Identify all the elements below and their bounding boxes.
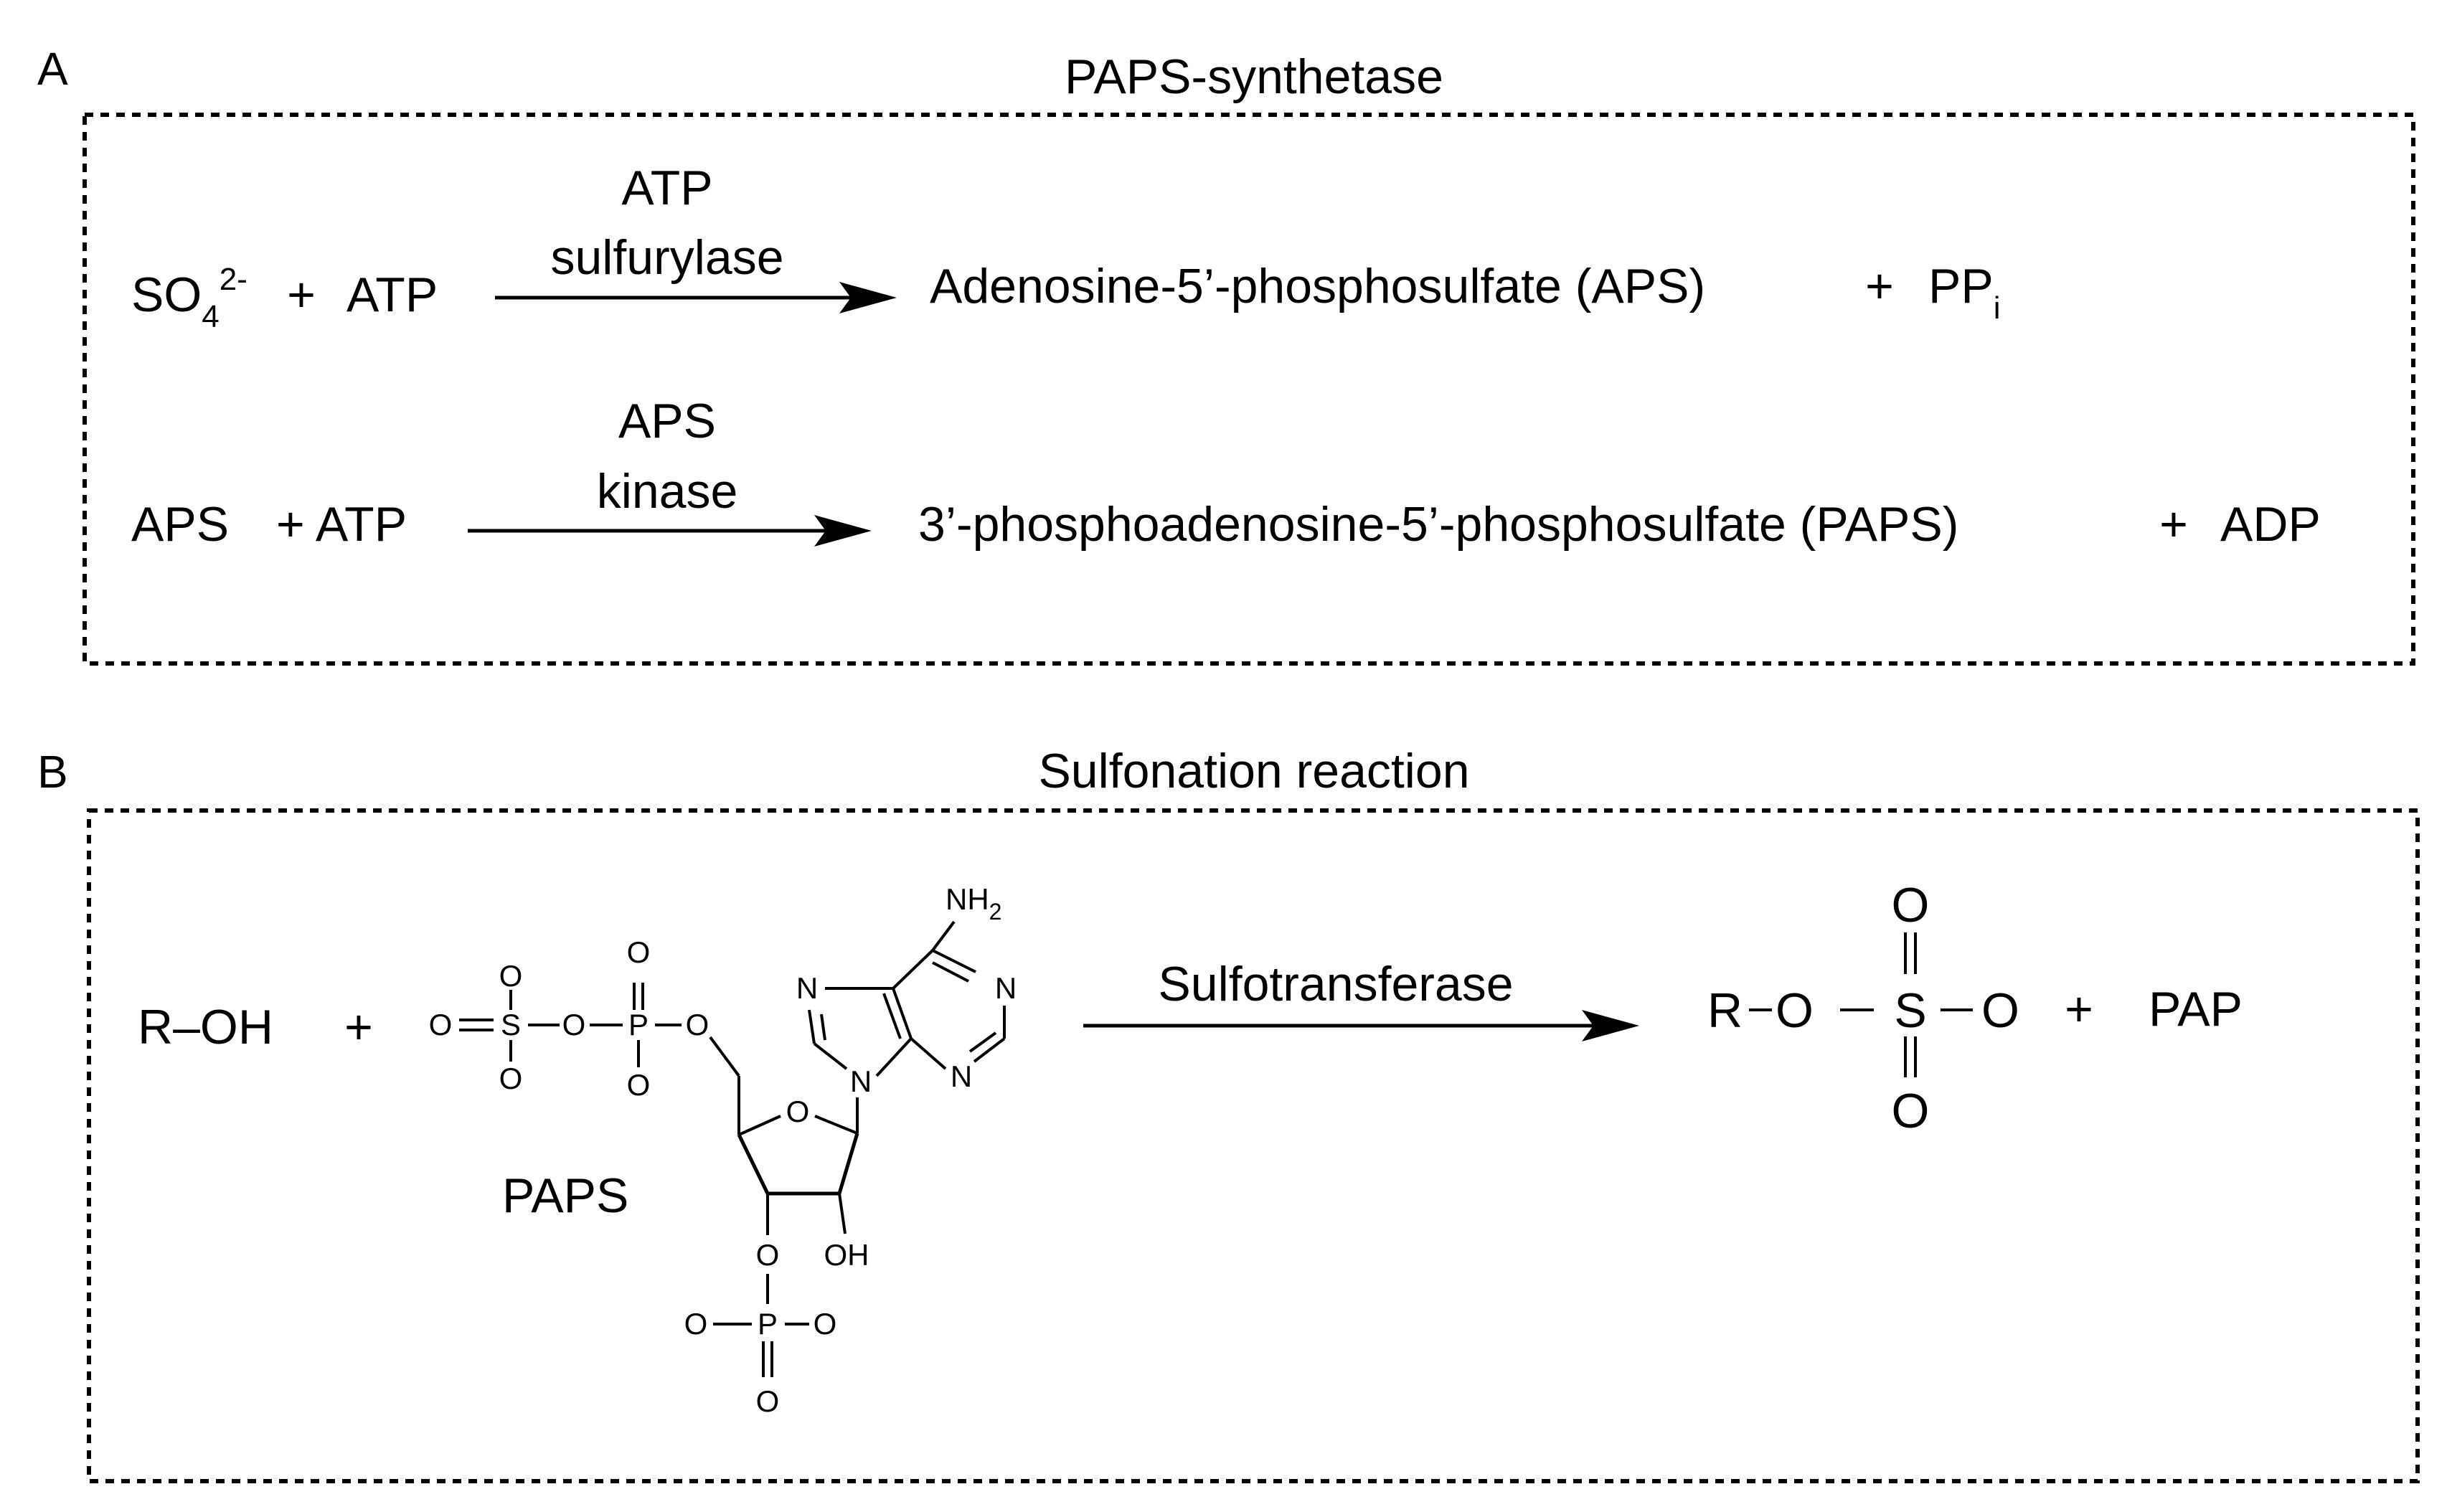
bond-c3-c4 [737,1133,770,1195]
ribose-2-oh: OH [824,1238,869,1272]
bond-c4-o-ring [738,1115,781,1136]
reaction-b-plus-left: + [344,1000,373,1054]
reaction-1-plus-right: + [1865,259,1894,313]
enzyme-aps-kinase-line2: kinase [597,464,738,519]
pyrophosphate: PPi [1928,259,2001,326]
adenine-amino: NH2 [946,882,1001,925]
product-aps: Adenosine-5’-phosphosulfate (APS) [930,259,1705,313]
panel-b-dashed-box [87,808,2420,1483]
product-o-ester: O [1776,983,1814,1038]
enzyme-atp-sulfurylase-line1: ATP [621,161,712,215]
bond-n9-c8 [813,1042,848,1070]
paps-3-phosphate-o-right: O [814,1307,837,1341]
bond-c5-c6 [892,949,934,990]
bond-c6-n1-double [932,961,969,983]
reaction-1-atp: ATP [346,268,438,322]
bond-o-c1 [814,1115,858,1135]
product-sulfur: S [1894,983,1926,1038]
bond-c4-n9 [875,1037,913,1077]
bond-c8-n7 [808,1009,816,1044]
adenine-n9: N [850,1064,872,1098]
bond-c8-n7-double [820,1013,826,1041]
paps-phosphorus-3: P [758,1307,778,1341]
bond-c1-c2 [837,1133,859,1194]
product-r: R [1707,983,1743,1038]
sulfate-charge: 2- [220,262,247,297]
paps-phosphate-o-top: O [627,935,651,969]
product-pap: PAP [2149,982,2243,1036]
bond-c6-n1 [932,949,976,973]
adenine-n7: N [796,971,818,1005]
ribose-ring-o: O [786,1095,810,1128]
sulfonation-arrowhead [1582,1010,1639,1041]
product-o-right: O [1981,983,2019,1038]
bond-c6-nh2 [931,920,956,952]
panel-a-title: PAPS-synthetase [1065,49,1443,104]
reaction-1-arrowhead [839,282,897,313]
paps-sulfate-o-top: O [499,959,523,993]
product-o-top: O [1892,878,1930,932]
paps-3-phosphate-o-bottom: O [756,1384,780,1418]
sulfate-subscript: 4 [202,299,219,334]
reaction-2-plus-atp: + ATP [276,497,407,552]
reaction-b-plus-right: + [2065,982,2093,1036]
enzyme-sulfotransferase: Sulfotransferase [1158,957,1513,1011]
adenine-n1: N [995,971,1017,1005]
amino-nh: NH [946,882,989,916]
paps-phosphorus-5: P [628,1008,649,1041]
sulfonated-product: R O S O O O [1707,878,2019,1138]
reaction-1-plus-left: + [287,268,316,322]
ribose-3-o: O [756,1238,780,1272]
bond-c2-oh [838,1193,847,1234]
product-paps: 3’-phosphoadenosine-5’-phosphosulfate (P… [918,497,1958,552]
paps-structure-label: PAPS [502,1168,628,1223]
reaction-1: SO42- + ATP ATP sulfurylase Adenosine-5’… [131,161,2001,334]
bond-n3-c4 [910,1037,947,1070]
panel-a-letter: A [37,43,68,95]
bond-c5-c4 [892,988,913,1039]
product-o-bottom: O [1892,1084,1930,1138]
enzyme-aps-kinase-line1: APS [618,394,716,448]
paps-structure: O S O O O P O O O O [429,882,1017,1418]
paps-sulfate-o-left: O [429,1008,453,1041]
sulfate-ion: SO42- [131,262,247,334]
reaction-2-arrowhead [814,515,872,547]
alcohol-r-oh: R–OH [138,1000,273,1054]
reaction-2: APS + ATP APS kinase 3’-phosphoadenosine… [131,394,2321,552]
paps-3-phosphate-o-left: O [684,1307,708,1341]
paps-phosphate-o-bottom: O [627,1068,651,1102]
reaction-2-plus-right: + [2159,497,2188,552]
panel-b: B Sulfonation reaction R–OH + O S O O O … [37,744,2420,1483]
paps-bridge-o: O [562,1008,586,1041]
pyrophosphate-subscript: i [1994,290,2001,326]
bond-c5-c4-double [882,993,902,1039]
reaction-2-adp: ADP [2220,497,2321,552]
paps-sulfate-o-bottom: O [499,1062,523,1095]
bond-c2-n3 [973,1037,1006,1063]
panel-a: A PAPS-synthetase SO42- + ATP ATP sulfur… [37,43,2415,666]
panel-b-letter: B [37,746,68,798]
paps-ester-o: O [686,1008,709,1041]
panel-b-title: Sulfonation reaction [1038,744,1469,798]
bond-o-ch2 [709,1036,740,1077]
adenine-n3: N [951,1059,972,1093]
panel-a-dashed-box [82,113,2415,666]
amino-subscript: 2 [989,899,1002,925]
sulfate-symbol: SO [131,268,202,322]
paps-sulfur: S [501,1008,521,1041]
reaction-2-aps: APS [131,497,229,552]
bond-c2-n3-double [968,1031,997,1053]
pyrophosphate-symbol: PP [1928,259,1994,313]
enzyme-atp-sulfurylase-line2: sulfurylase [550,230,783,285]
